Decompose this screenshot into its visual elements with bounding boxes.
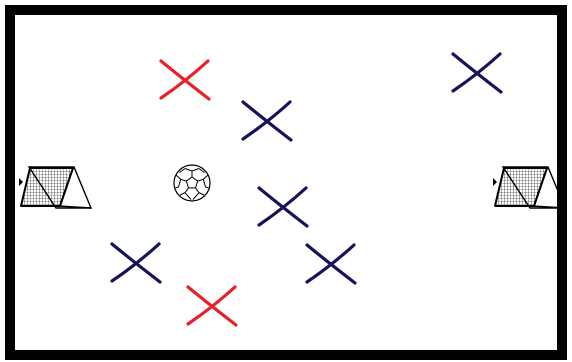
- ball: [174, 165, 210, 201]
- pitch-field: [10, 10, 562, 355]
- soccer-ball-icon: [174, 165, 210, 201]
